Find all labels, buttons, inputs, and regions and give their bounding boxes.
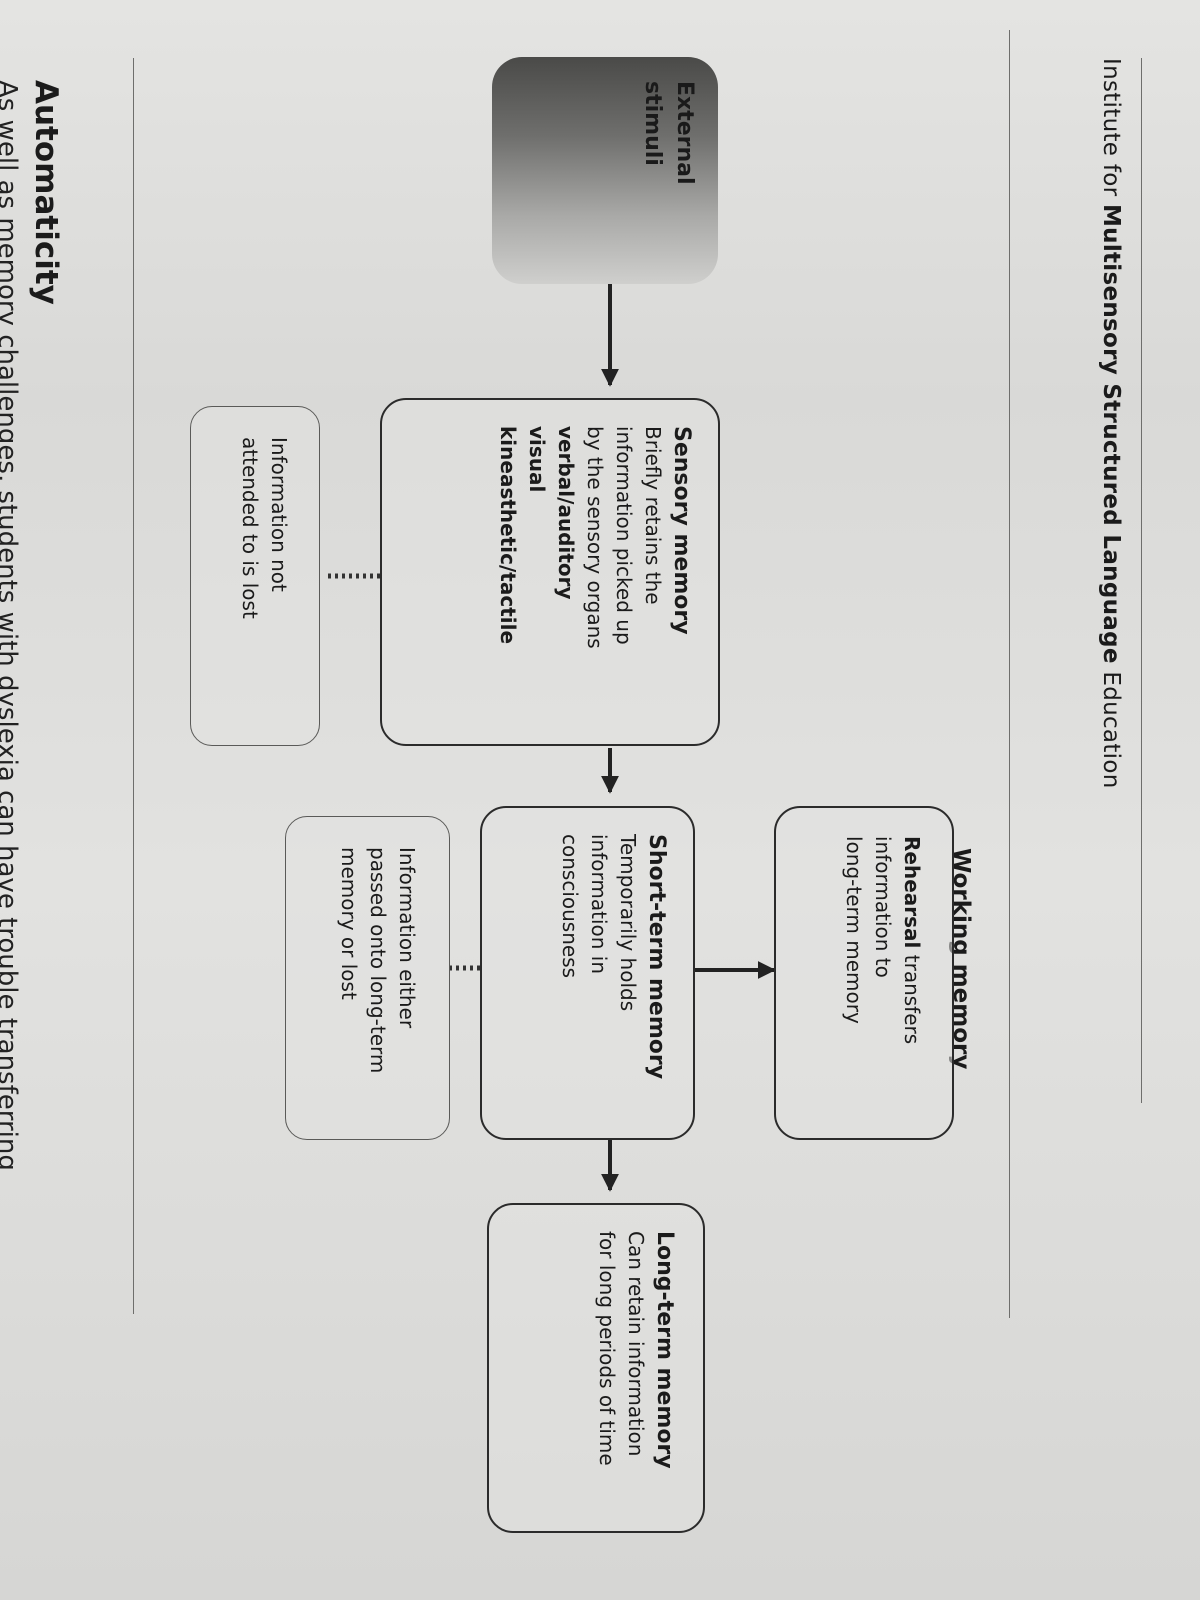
short-term-line-2: information in [587,834,611,975]
long-term-memory-title: Long-term memory [652,1231,677,1469]
short-term-line-1: Temporarily holds [616,834,640,1012]
sensory-line-1: Briefly retains the [641,426,665,605]
working-line-2: long-term memory [842,836,866,1024]
sensory-lost-box: Information not attended to is lost [190,406,320,746]
sensory-lost-line-1: Information not [267,437,291,592]
stimuli-line-2: stimuli [640,81,665,166]
modality-verbal-auditory: verbal/auditory [554,426,578,600]
outcome-line-1: Information either [395,847,419,1029]
working-memory-box: Rehearsal transfers information to long-… [774,806,954,1140]
short-term-memory-title: Short-term memory [644,834,669,1080]
outcome-line-2: passed onto long-term [366,847,390,1074]
long-term-memory-box: Long-term memory Can retain information … [487,1203,705,1533]
sensory-lost-line-2: attended to is lost [238,437,262,619]
external-stimuli-box: External stimuli [492,57,718,284]
long-term-line-1: Can retain information [624,1231,648,1457]
stimuli-line-1: External [672,81,697,185]
modality-visual: visual [525,426,549,493]
short-term-memory-box: Short-term memory Temporarily holds info… [480,806,695,1140]
sensory-memory-title: Sensory memory [669,426,694,635]
rehearsal-line: Rehearsal transfers [897,836,926,1110]
sensory-line-2: information picked up [612,426,636,645]
sensory-memory-box: Sensory memory Briefly retains the infor… [380,398,720,746]
long-term-line-2: for long periods of time [595,1231,619,1466]
outcome-line-3: memory or lost [337,847,361,1000]
rehearsal-bold: Rehearsal [900,836,924,949]
sensory-line-3: by the sensory organs [583,426,607,649]
modality-kinaesthetic-tactile: kineasthetic/tactile [496,426,520,645]
short-term-line-3: consciousness [558,834,582,979]
rehearsal-rest: transfers [900,948,924,1045]
section-heading-automaticity: Automaticity [28,80,64,305]
working-line-1: information to [871,836,895,978]
short-term-outcome-box: Information either passed onto long-term… [285,816,450,1140]
section-body-text: As well as memory challenges, students w… [0,80,22,1171]
